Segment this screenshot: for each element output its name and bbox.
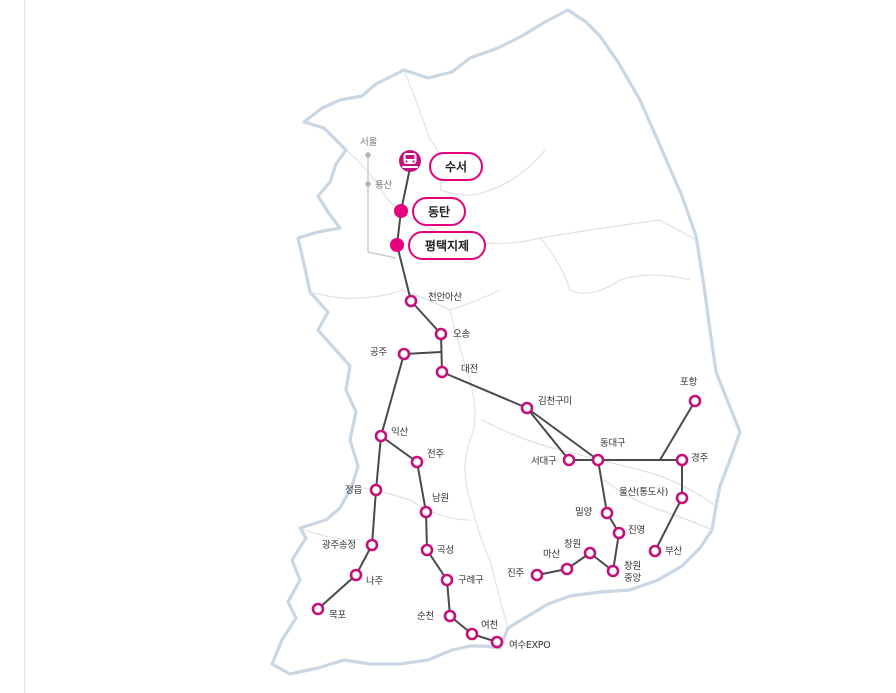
station-pyeongtaek-jije-label: 평택지제 bbox=[425, 238, 469, 253]
other-station-seoul-dot bbox=[365, 152, 371, 158]
label-naju: 나주 bbox=[366, 576, 383, 587]
station-changwon-jungang-dot[interactable] bbox=[606, 564, 620, 578]
label-jeongeup: 정읍 bbox=[345, 485, 362, 496]
station-gongju-dot[interactable] bbox=[397, 347, 411, 361]
station-yeosu-expo-dot[interactable] bbox=[490, 635, 504, 649]
label-busan: 부산 bbox=[665, 546, 682, 557]
other-line-seoul bbox=[367, 155, 397, 259]
station-dongtan[interactable]: 동탄 bbox=[412, 197, 466, 226]
station-mokpo-dot[interactable] bbox=[311, 602, 325, 616]
station-cheonan-asan-dot[interactable] bbox=[404, 294, 418, 308]
label-changwon-jungang-line1: 창원 bbox=[624, 561, 641, 572]
station-suseo[interactable]: 수서 bbox=[429, 152, 483, 181]
station-suncheon-dot[interactable] bbox=[443, 609, 457, 623]
label-seodaegu: 서대구 bbox=[531, 456, 557, 467]
label-jinju: 진주 bbox=[507, 568, 524, 579]
station-gokseong-dot[interactable] bbox=[420, 543, 434, 557]
province-border-3 bbox=[309, 289, 501, 311]
label-miryang: 밀양 bbox=[575, 506, 592, 518]
station-pohang-dot[interactable] bbox=[688, 394, 702, 408]
train-icon[interactable] bbox=[399, 150, 421, 172]
label-gokseong: 곡성 bbox=[437, 545, 454, 556]
province-border-5 bbox=[449, 309, 509, 629]
label-mokpo: 목포 bbox=[329, 610, 346, 621]
station-osong-dot[interactable] bbox=[434, 327, 448, 341]
station-namwon-dot[interactable] bbox=[419, 505, 433, 519]
label-gongju: 공주 bbox=[370, 347, 387, 358]
station-jinyeong-dot[interactable] bbox=[612, 526, 626, 540]
station-daejeon-dot[interactable] bbox=[435, 365, 449, 379]
label-changwon-jungang-line2: 중앙 bbox=[624, 572, 641, 584]
label-masan: 마산 bbox=[543, 549, 560, 560]
label-guryegu: 구례구 bbox=[458, 575, 484, 586]
label-gyeongju: 경주 bbox=[691, 452, 708, 464]
station-dongtan-label: 동탄 bbox=[428, 204, 450, 219]
station-naju-dot[interactable] bbox=[349, 568, 363, 582]
label-osong: 오송 bbox=[453, 329, 470, 340]
province-border-8 bbox=[299, 527, 361, 541]
label-dongdaegu: 동대구 bbox=[600, 438, 626, 449]
other-station-yongsan-dot bbox=[365, 181, 371, 187]
label-jinyeong: 진영 bbox=[628, 525, 645, 536]
station-gyeongju-dot[interactable] bbox=[675, 453, 689, 467]
label-changwon: 창원 bbox=[564, 539, 581, 550]
station-jeonju-dot[interactable] bbox=[410, 455, 424, 469]
label-gwangju-songjeong: 광주송정 bbox=[322, 539, 356, 551]
station-yeocheon-dot[interactable] bbox=[465, 627, 479, 641]
left-divider bbox=[24, 0, 25, 693]
station-gimcheon-gumi-dot[interactable] bbox=[520, 401, 534, 415]
korea-coastline bbox=[270, 8, 742, 676]
province-border-9 bbox=[603, 479, 713, 531]
label-gimcheon-gumi: 김천구미 bbox=[538, 395, 572, 407]
track-dongdaegu-pohang bbox=[659, 400, 696, 461]
label-yeocheon: 여천 bbox=[481, 619, 498, 631]
station-guryegu-dot[interactable] bbox=[440, 573, 454, 587]
station-changwon-dot[interactable] bbox=[583, 546, 597, 560]
label-jeonju: 전주 bbox=[427, 449, 444, 460]
station-pyeongtaek-jije[interactable]: 평택지제 bbox=[408, 231, 486, 260]
province-border-6 bbox=[351, 485, 471, 521]
station-suseo-label: 수서 bbox=[445, 159, 467, 174]
label-yeosu-expo: 여수EXPO bbox=[509, 639, 550, 651]
station-miryang-dot[interactable] bbox=[600, 506, 614, 520]
label-suncheon: 순천 bbox=[417, 611, 434, 622]
label-seoul: 서울 bbox=[360, 137, 377, 148]
label-yongsan: 용산 bbox=[375, 180, 392, 191]
province-border-1 bbox=[403, 69, 546, 196]
station-rings bbox=[311, 294, 702, 649]
label-namwon: 남원 bbox=[432, 493, 449, 504]
label-daejeon: 대전 bbox=[461, 364, 478, 375]
station-pyeongtaek-jije-dot[interactable] bbox=[390, 238, 404, 252]
station-ulsan-dot[interactable] bbox=[675, 491, 689, 505]
label-iksan: 익산 bbox=[391, 426, 408, 438]
station-busan-dot[interactable] bbox=[648, 544, 662, 558]
station-dongtan-dot[interactable] bbox=[394, 204, 408, 218]
station-masan-dot[interactable] bbox=[560, 562, 574, 576]
track-gimcheon-dongdaegu bbox=[526, 407, 599, 461]
station-dongdaegu-dot[interactable] bbox=[591, 453, 605, 467]
station-seodaegu-dot[interactable] bbox=[562, 453, 576, 467]
label-cheonan-asan: 천안아산 bbox=[428, 292, 462, 303]
station-gwangju-songjeong-dot[interactable] bbox=[365, 538, 379, 552]
station-jeongeup-dot[interactable] bbox=[369, 483, 383, 497]
province-border-4 bbox=[539, 237, 691, 294]
station-jinju-dot[interactable] bbox=[530, 568, 544, 582]
label-ulsan: 울산(통도사) bbox=[619, 487, 668, 498]
station-iksan-dot[interactable] bbox=[374, 429, 388, 443]
label-pohang: 포항 bbox=[680, 377, 697, 388]
